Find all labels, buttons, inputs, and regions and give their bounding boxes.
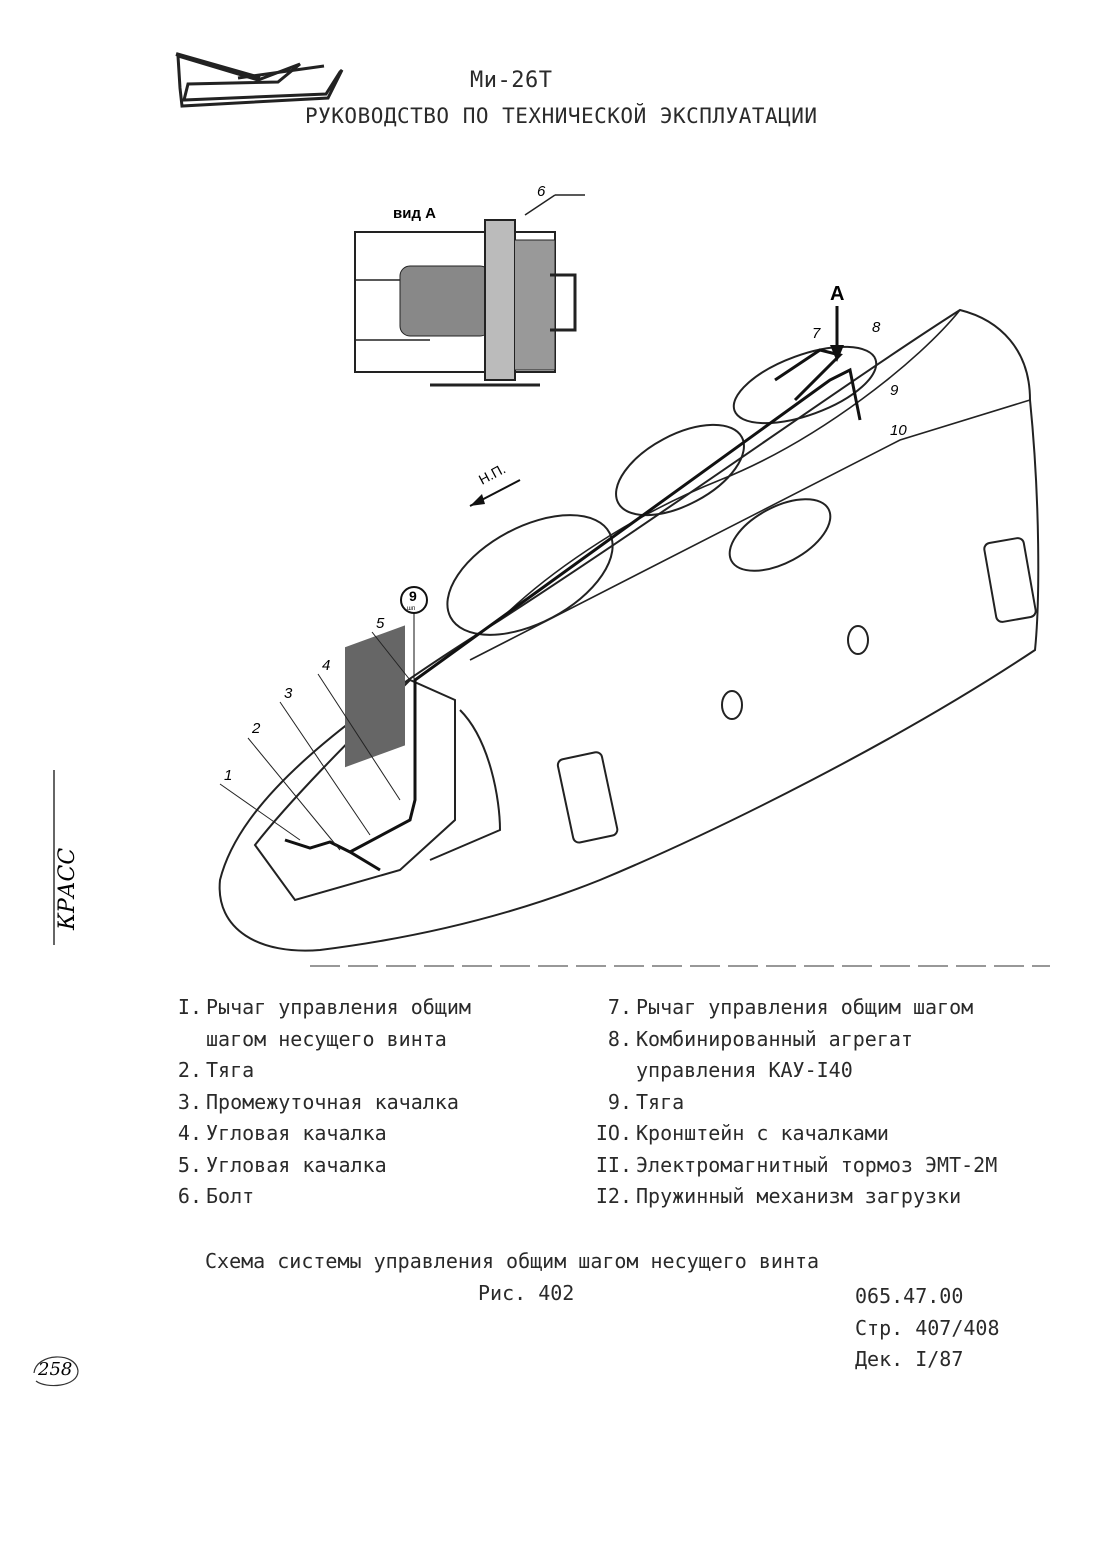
page-ref: Стр. 407/408 bbox=[855, 1315, 1000, 1340]
parts-legend-right: 7.Рычаг управления общим шагом 8.Комбини… bbox=[592, 992, 1072, 1213]
figure-number: Рис. 402 bbox=[478, 1281, 575, 1305]
margin-handwriting: КРАСС bbox=[53, 770, 80, 945]
callout-7: 7 bbox=[812, 325, 821, 342]
document-meta: 065.47.00 Стр. 407/408 Дек. I/87 bbox=[855, 1281, 1000, 1376]
svg-text:шп: шп bbox=[407, 606, 415, 612]
legend-item: управления КАУ-I40 bbox=[636, 1058, 853, 1082]
legend-item: 8.Комбинированный агрегат bbox=[607, 1026, 913, 1051]
handwritten-page-number: 258 bbox=[33, 1356, 79, 1387]
legend-item: I2.Пружинный механизм загрузки bbox=[595, 1184, 962, 1208]
callout-5: 5 bbox=[376, 615, 385, 632]
parts-legend-left: I.Рычаг управления общим шагом несущего … bbox=[162, 992, 582, 1213]
legend-item: 6.Болт bbox=[177, 1184, 255, 1208]
legend-item: II.Электромагнитный тормоз ЭМТ-2М bbox=[595, 1152, 998, 1177]
direction-label: Н.П. bbox=[476, 460, 508, 487]
circled-callout-9: 9 шп bbox=[400, 586, 428, 680]
figure-caption: Схема системы управления общим шагом нес… bbox=[205, 1249, 820, 1273]
callout-6: 6 bbox=[537, 183, 546, 200]
arrow-label: А bbox=[830, 283, 844, 305]
detail-view-a: вид А bbox=[354, 194, 585, 387]
callout-3: 3 bbox=[284, 685, 293, 702]
callout-10: 10 bbox=[890, 422, 907, 439]
callout-leaders bbox=[219, 631, 411, 851]
callout-9: 9 bbox=[890, 382, 899, 399]
doc-code: 065.47.00 bbox=[855, 1284, 964, 1308]
callout-8: 8 bbox=[872, 319, 881, 336]
date-ref: Дек. I/87 bbox=[855, 1347, 964, 1371]
aircraft-model: Ми-26Т bbox=[470, 68, 553, 93]
legend-item: 7.Рычаг управления общим шагом bbox=[607, 995, 974, 1019]
technical-figure: вид А А bbox=[218, 183, 1050, 967]
callout-1: 1 bbox=[224, 767, 232, 784]
fuselage-nose bbox=[218, 308, 1040, 952]
svg-text:9: 9 bbox=[409, 588, 417, 604]
manual-title: РУКОВОДСТВО ПО ТЕХНИЧЕСКОЙ ЭКСПЛУАТАЦИИ bbox=[305, 104, 818, 128]
control-linkage bbox=[284, 348, 862, 872]
legend-item: IO.Кронштейн с качалками bbox=[595, 1121, 889, 1145]
arrow-a: А bbox=[830, 283, 844, 362]
legend-item: шагом несущего винта bbox=[206, 1026, 447, 1051]
legend-item: 3.Промежуточная качалка bbox=[177, 1089, 459, 1114]
callout-2: 2 bbox=[251, 720, 261, 737]
svg-text:258: 258 bbox=[37, 1359, 72, 1380]
legend-item: 9.Тяга bbox=[607, 1089, 685, 1114]
view-label: вид А bbox=[393, 205, 436, 222]
direction-indicator: Н.П. bbox=[469, 460, 521, 507]
svg-text:КРАСС: КРАСС bbox=[55, 848, 80, 931]
callouts: 1 2 3 4 5 6 7 8 9 10 bbox=[224, 183, 907, 784]
legend-item: I.Рычаг управления общим bbox=[177, 995, 471, 1019]
legend-item: 2.Тяга bbox=[177, 1058, 255, 1082]
legend-item: 5.Угловая качалка bbox=[177, 1152, 387, 1177]
helicopter-logo bbox=[175, 52, 344, 108]
legend-item: 4.Угловая качалка bbox=[177, 1121, 387, 1145]
callout-4: 4 bbox=[322, 657, 330, 674]
